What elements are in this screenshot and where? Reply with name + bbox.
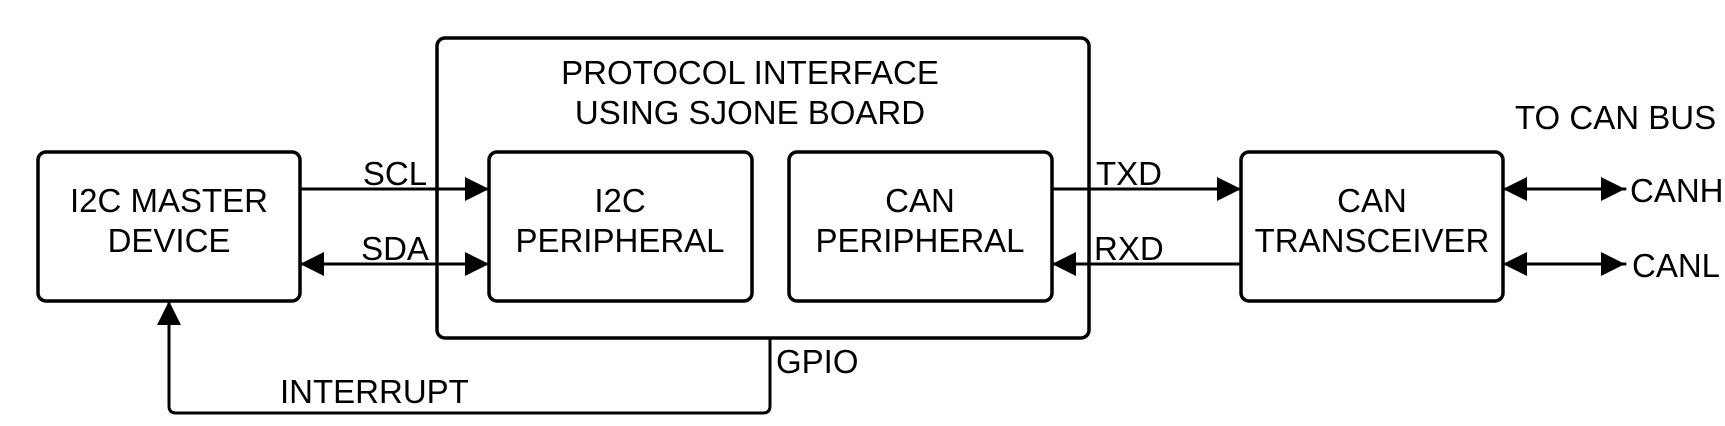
i2c-peripheral-label-line2: PERIPHERAL <box>515 222 724 259</box>
i2c-peripheral-label-line1: I2C <box>594 182 645 219</box>
interface-title-line2: USING SJONE BOARD <box>575 94 925 131</box>
rxd-label: RXD <box>1094 230 1164 267</box>
scl-label: SCL <box>363 155 427 192</box>
i2c-master-label-line1: I2C MASTER <box>70 182 268 219</box>
interface-title-line1: PROTOCOL INTERFACE <box>561 54 939 91</box>
sda-label: SDA <box>361 230 429 267</box>
interrupt-line <box>157 299 772 415</box>
canl-label: CANL <box>1632 247 1720 284</box>
i2c-peripheral-box <box>487 150 754 303</box>
can-transceiver-label-line1: CAN <box>1337 182 1407 219</box>
i2c-master-label-line2: DEVICE <box>108 222 231 259</box>
can-peripheral-label-line2: PERIPHERAL <box>815 222 1024 259</box>
txd-label: TXD <box>1096 155 1162 192</box>
interrupt-label: INTERRUPT <box>280 373 469 410</box>
to-can-bus-label: TO CAN BUS <box>1515 99 1716 136</box>
gpio-label: GPIO <box>776 343 859 380</box>
can-peripheral-label-line1: CAN <box>885 182 955 219</box>
canh-label: CANH <box>1630 172 1724 209</box>
can-transceiver-box <box>1239 150 1505 303</box>
can-transceiver-label-line2: TRANSCEIVER <box>1255 222 1490 259</box>
can-peripheral-box <box>787 150 1054 303</box>
